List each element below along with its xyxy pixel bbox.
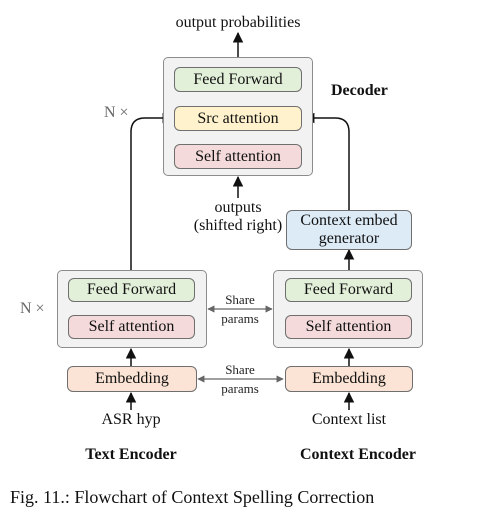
text-encoder-embedding: Embedding	[67, 366, 197, 392]
arrow-context-generator-to-decoder	[303, 112, 350, 210]
figure-caption: Fig. 11.: Flowchart of Context Spelling …	[10, 487, 375, 507]
share-params-label-embeddings: Share	[225, 362, 255, 377]
decoder-self-attention: Self attention	[174, 144, 302, 169]
text-encoder-self-attention: Self attention	[68, 315, 195, 339]
context-encoder-title: Context Encoder	[300, 446, 416, 463]
context-encoder-embedding: Embedding	[285, 366, 413, 392]
context-embed-generator-line2: generator	[318, 230, 380, 247]
share-params-label-encoders: Share	[225, 292, 255, 307]
share-params-label-encoders-2: params	[221, 311, 259, 326]
decoder-repeat-label: N ×	[104, 104, 129, 121]
decoder-src-attention: Src attention	[174, 106, 302, 131]
arrow-text-encoder-to-decoder	[130, 112, 174, 270]
context-embed-generator: Context embed generator	[286, 210, 412, 250]
context-embed-generator-line1: Context embed	[300, 212, 398, 229]
share-params-label-embeddings-2: params	[221, 381, 259, 396]
text-encoder-feed-forward: Feed Forward	[68, 278, 195, 302]
asr-hyp-label: ASR hyp	[101, 411, 161, 428]
text-encoder-title: Text Encoder	[85, 446, 177, 463]
context-encoder-self-attention: Self attention	[285, 315, 412, 339]
outputs-shifted-right-label: (shifted right)	[193, 217, 283, 234]
context-list-label: Context list	[311, 411, 387, 428]
decoder-feed-forward: Feed Forward	[174, 67, 302, 92]
outputs-label: outputs	[214, 199, 262, 216]
output-probabilities-label: output probabilities	[175, 14, 301, 31]
context-encoder-feed-forward: Feed Forward	[285, 278, 412, 302]
decoder-title: Decoder	[331, 82, 388, 99]
text-encoder-repeat-label: N ×	[20, 300, 45, 317]
